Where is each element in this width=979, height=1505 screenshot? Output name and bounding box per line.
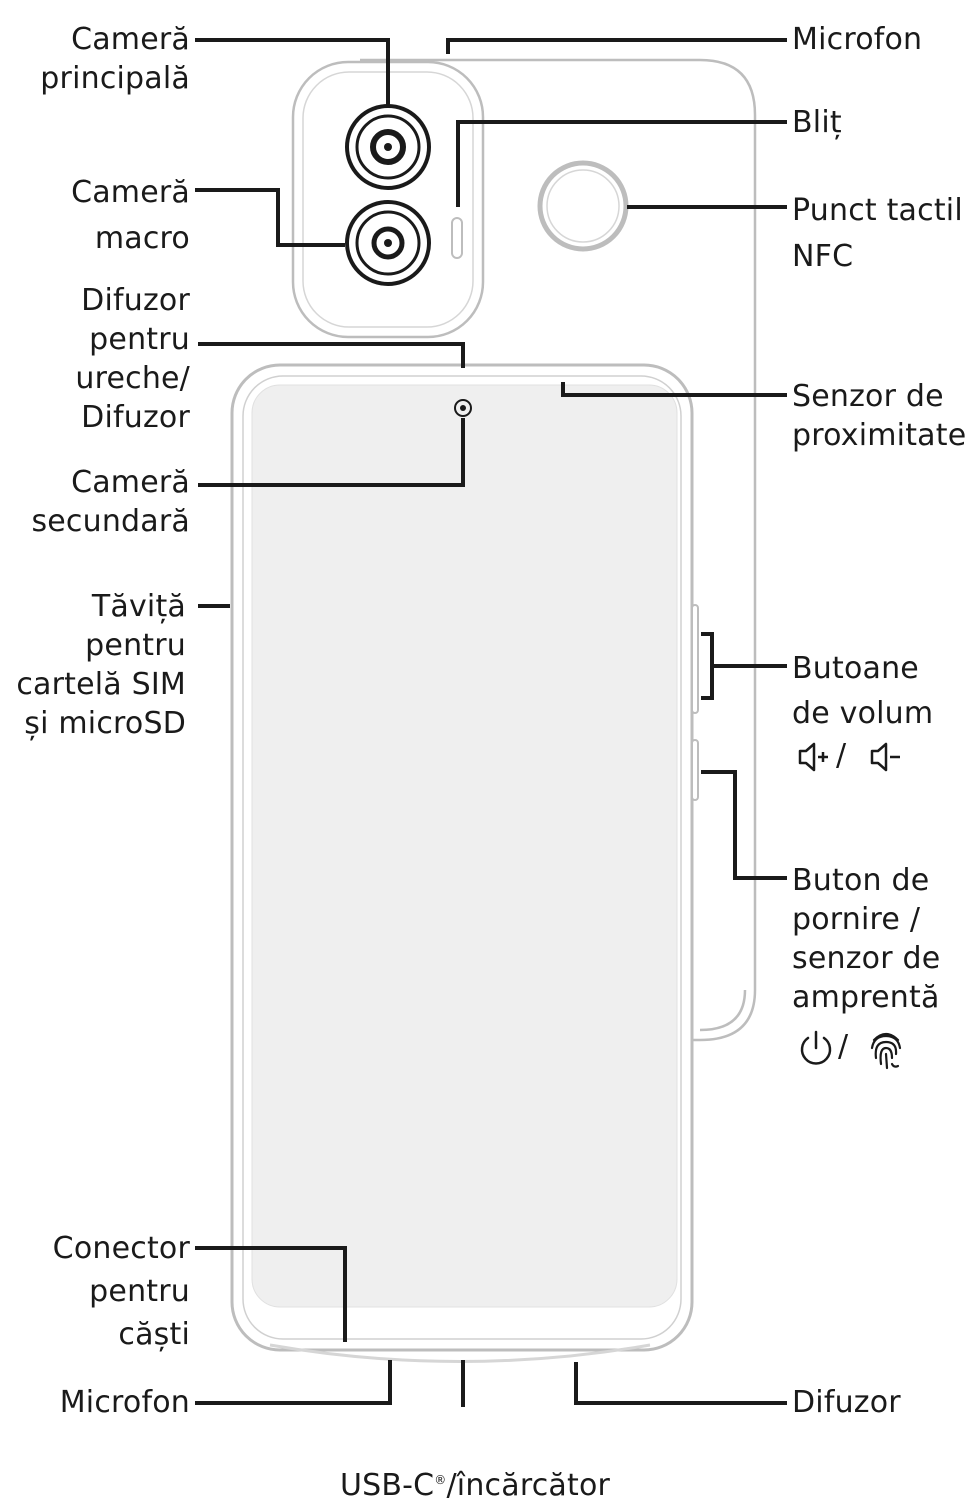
leader-lines <box>195 38 787 1407</box>
power-icon <box>800 1030 832 1065</box>
main-camera-lens <box>345 104 431 190</box>
power-separator: / <box>838 1029 849 1064</box>
phone-diagram <box>195 38 787 1407</box>
label-speaker: Difuzor <box>792 1385 901 1420</box>
power-key <box>691 739 699 801</box>
label-microphone-top: Microfon <box>792 22 923 57</box>
label-flash: Bliț <box>792 105 842 140</box>
registered-mark: ® <box>434 1473 447 1487</box>
label-microphone-bottom: Microfon <box>59 1385 190 1420</box>
label-front-camera: Cameră secundară <box>31 465 190 539</box>
phone-back <box>360 58 757 1042</box>
label-macro-camera: Cameră macro <box>71 175 190 256</box>
label-sim-tray: Tăviță pentru cartelă SIM și microSD <box>16 589 186 741</box>
label-main-camera: Cameră principală <box>40 22 190 96</box>
flash-element <box>451 217 463 259</box>
usb-c-charger-text: /încărcător <box>446 1468 611 1503</box>
label-volume: Butoane de volum <box>792 651 934 731</box>
phone-front <box>230 363 694 1363</box>
volume-separator: / <box>836 738 847 773</box>
volume-up-icon <box>798 742 828 772</box>
usb-c-text: USB-C <box>339 1468 435 1503</box>
macro-camera-lens <box>345 200 431 286</box>
label-power: Buton de pornire / senzor de amprentă <box>792 863 941 1015</box>
nfc-ring <box>537 160 629 252</box>
label-usb-c: USB-C®/încărcător <box>300 1422 650 1505</box>
fingerprint-icon <box>870 1032 902 1070</box>
label-nfc: Punct tactil NFC <box>792 193 963 274</box>
front-camera-dot <box>454 399 472 417</box>
volume-rocker <box>691 604 699 714</box>
label-headphone-jack: Conector pentru căști <box>52 1231 190 1352</box>
label-earpiece: Difuzor pentru ureche/ Difuzor <box>75 283 190 435</box>
volume-down-icon <box>870 742 900 772</box>
screen <box>251 384 678 1308</box>
label-proximity: Senzor de proximitate <box>792 379 967 453</box>
